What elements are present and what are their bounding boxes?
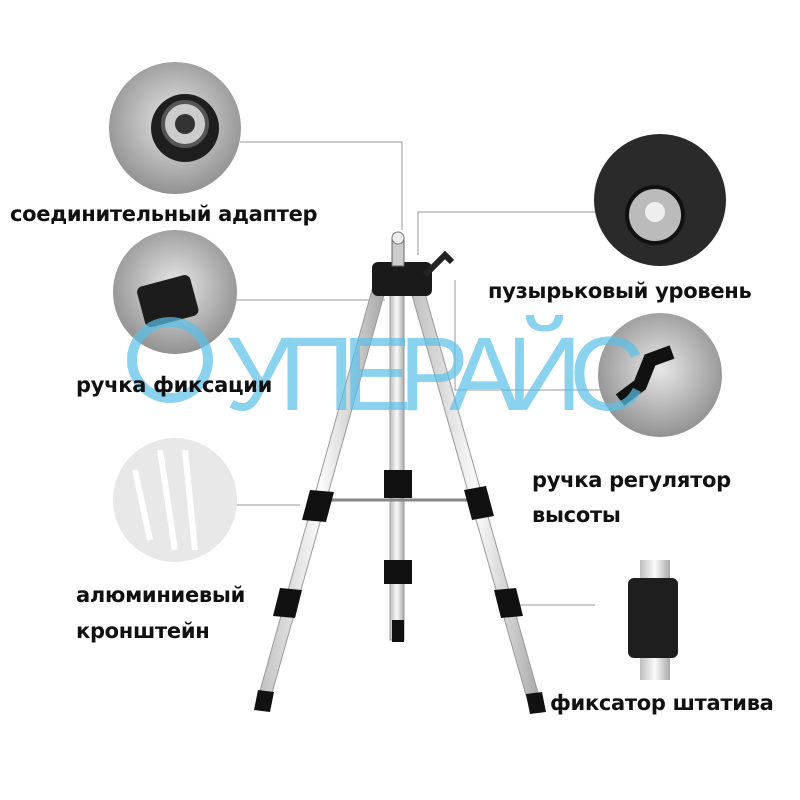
detail-aluminum-photo: [113, 438, 237, 562]
detail-bubble-level-photo: [594, 134, 726, 266]
detail-height-handle-photo: [598, 313, 722, 437]
label-height-handle-2: высоты: [532, 503, 621, 527]
label-aluminum-1: алюминиевый: [76, 583, 246, 607]
label-bubble-level: пузырьковый уровень: [488, 279, 752, 303]
tripod: [254, 231, 546, 714]
detail-lock-handle-photo: [113, 230, 237, 354]
label-height-handle-1: ручка регулятор: [532, 468, 731, 492]
watermark-text: УПЕРАЙС: [225, 314, 645, 433]
label-aluminum-2: кронштейн: [76, 619, 210, 643]
watermark-logo: УПЕРАЙС: [127, 314, 645, 433]
detail-leg-lock-photo: [593, 558, 717, 682]
leader-lines: [235, 141, 600, 606]
label-adapter: соединительный адаптер: [10, 202, 318, 226]
label-lock-handle: ручка фиксации: [76, 373, 273, 397]
detail-adapter-photo: [109, 62, 241, 194]
label-leg-lock: фиксатор штатива: [550, 691, 774, 715]
gear-icon: [127, 317, 213, 403]
